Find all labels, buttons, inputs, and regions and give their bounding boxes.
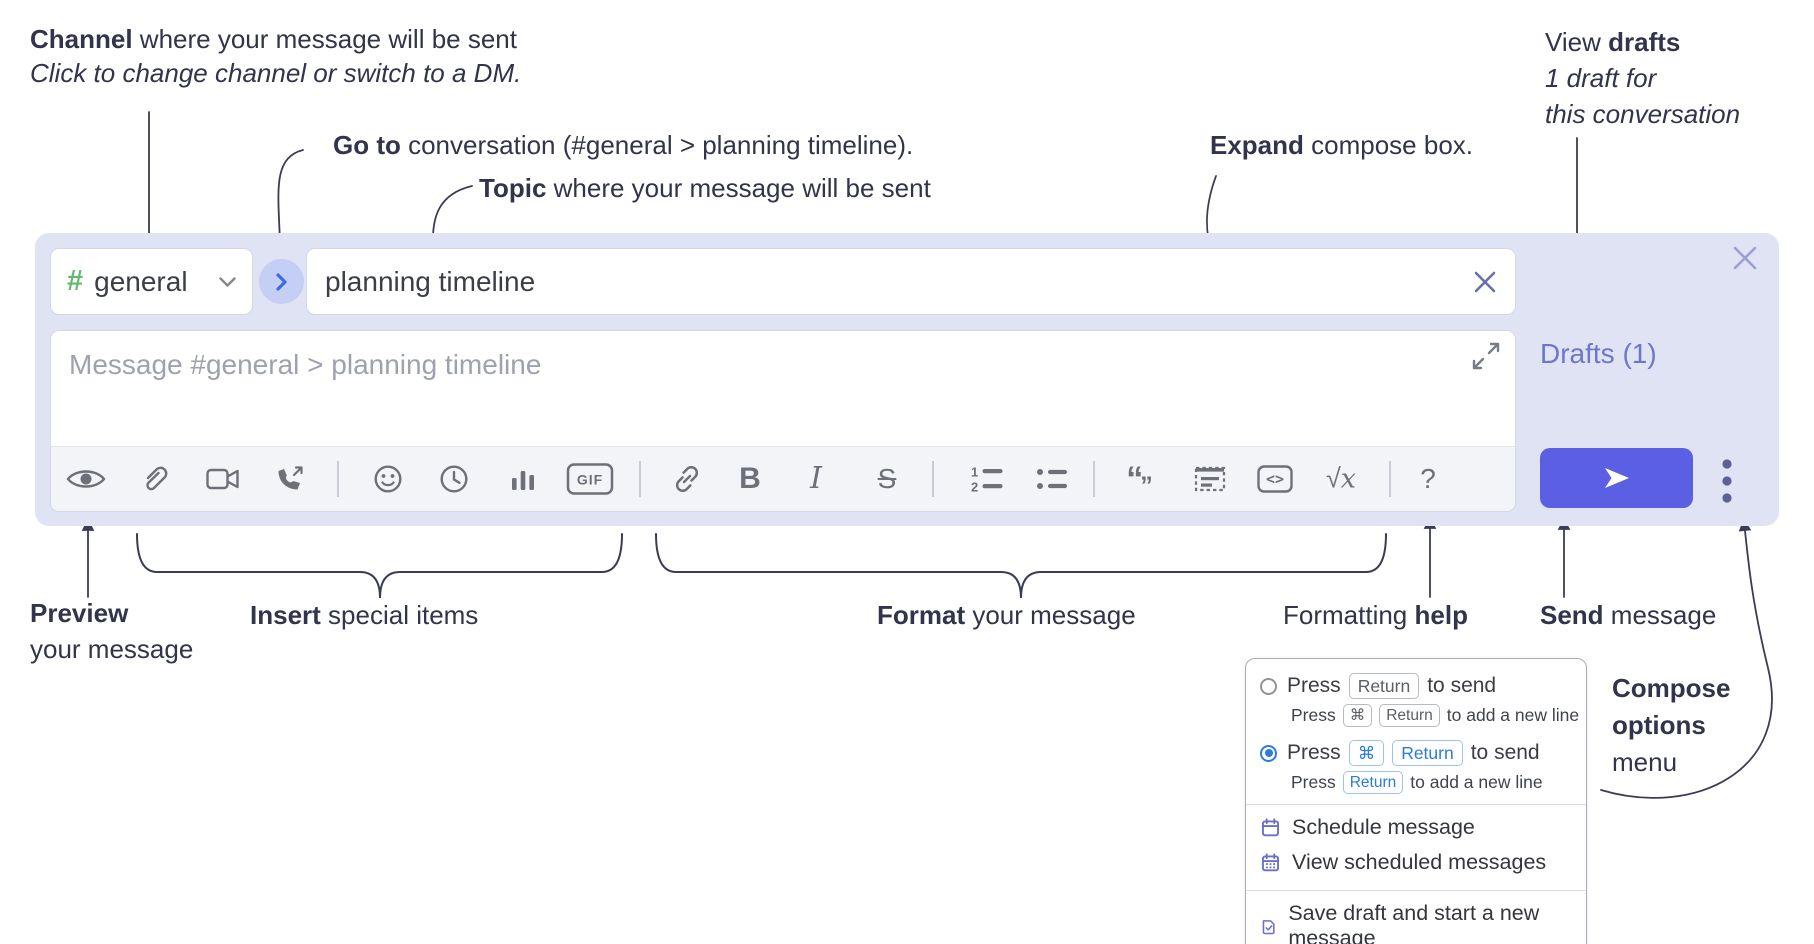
draft-check-icon [1262, 919, 1275, 934]
gif-icon: GIF [566, 463, 614, 495]
annotation-preview-line2: your message [30, 634, 194, 664]
annotation-compose-options: Compose options menu [1612, 673, 1731, 777]
chevron-right-icon [276, 272, 287, 291]
quote-button[interactable]: “” [1126, 460, 1153, 500]
toolbar-divider [1093, 461, 1095, 497]
annotation-channel: Channel where your message will be sent [30, 24, 517, 54]
brace-format [655, 533, 1387, 599]
italic-button[interactable]: I [810, 461, 822, 496]
cmd-keycap: ⌘ [1348, 740, 1385, 766]
drafts-link[interactable]: Drafts (1) [1540, 338, 1657, 369]
calendar-icon [1261, 818, 1280, 837]
svg-text:<>: <> [1266, 470, 1284, 488]
voice-call-button[interactable] [275, 465, 305, 493]
return-keycap: Return [1348, 673, 1420, 699]
annotation-topic: Topic where your message will be sent [479, 173, 931, 203]
spoiler-icon [1194, 466, 1226, 492]
annotation-view-drafts: View drafts 1 draft for this conversatio… [1545, 27, 1741, 129]
eye-icon [66, 470, 106, 488]
chevron-down-icon [219, 276, 236, 287]
topic-input[interactable]: planning timeline [306, 248, 1516, 315]
popup-divider [1246, 890, 1586, 891]
go-to-conversation-button[interactable] [259, 259, 304, 304]
gif-button[interactable]: GIF [566, 463, 614, 495]
annotation-expand: Expand compose box. [1210, 130, 1474, 160]
compose-options-menu-button[interactable] [1712, 455, 1742, 507]
annotation-channel-line2: Click to change channel or switch to a D… [30, 58, 522, 88]
menu-item-save-draft[interactable]: Save draft and start a new message [1246, 896, 1586, 944]
brace-insert [136, 533, 623, 599]
clear-topic-icon[interactable] [1473, 270, 1497, 294]
bulleted-list-button[interactable] [1035, 465, 1069, 493]
return-keycap: Return [1392, 740, 1463, 766]
popup-divider [1246, 804, 1586, 805]
channel-name: general [94, 265, 188, 297]
compose-box: # general planning timeline Message #gen… [35, 233, 1779, 526]
annotation-format: Format your message [877, 600, 1136, 630]
phone-call-icon [278, 466, 303, 490]
channel-hash-icon: # [67, 265, 84, 297]
video-camera-icon [206, 468, 239, 490]
channel-selector[interactable]: # general [50, 248, 253, 315]
bulleted-list-icon [1037, 469, 1067, 489]
annotation-preview: Preview [30, 598, 129, 628]
annotation-goto: Go to conversation (#general > planning … [333, 130, 914, 160]
message-placeholder: Message #general > planning timeline [69, 349, 542, 380]
radio-selected-icon[interactable] [1260, 744, 1277, 762]
help-button[interactable]: ? [1420, 463, 1436, 494]
annotation-insert: Insert special items [250, 600, 479, 630]
link-button[interactable] [671, 463, 703, 495]
radio-unselected-icon[interactable] [1260, 677, 1277, 695]
annotation-formatting-help: Formatting help [1283, 600, 1468, 630]
topic-value: planning timeline [325, 265, 536, 297]
paperclip-icon [146, 466, 168, 491]
calendar-days-icon [1261, 853, 1280, 872]
cmd-keycap: ⌘ [1342, 704, 1373, 727]
annotation-send-message: Send message [1540, 600, 1717, 630]
smiley-icon [374, 465, 402, 493]
toolbar-divider [337, 461, 339, 497]
attach-file-button[interactable] [140, 464, 168, 494]
numbered-list-icon: 12 [971, 465, 1003, 495]
poll-button[interactable] [510, 466, 536, 492]
spoiler-button[interactable] [1193, 465, 1227, 493]
toolbar-divider [639, 461, 641, 497]
preview-button[interactable] [65, 465, 107, 493]
svg-text:2: 2 [971, 480, 978, 495]
svg-text:1: 1 [971, 465, 978, 480]
close-compose-icon[interactable] [1732, 245, 1758, 271]
math-button[interactable]: √x [1325, 463, 1357, 495]
svg-text:GIF: GIF [577, 472, 603, 488]
message-input[interactable]: Message #general > planning timeline [50, 330, 1516, 512]
link-icon [675, 465, 699, 493]
code-icon: <> [1257, 465, 1293, 493]
toolbar-divider [932, 461, 934, 497]
bold-button[interactable]: B [739, 462, 761, 495]
strikethrough-button[interactable]: S [877, 463, 897, 494]
video-call-button[interactable] [206, 466, 240, 492]
menu-item-view-scheduled-messages[interactable]: View scheduled messages [1246, 845, 1586, 880]
expand-compose-icon[interactable] [1471, 341, 1501, 371]
schedule-time-button[interactable] [439, 464, 469, 494]
return-keycap: Return [1379, 704, 1440, 727]
send-icon [1604, 468, 1629, 488]
vertical-ellipsis-icon [1722, 459, 1732, 503]
menu-item-schedule-message[interactable]: Schedule message [1246, 810, 1586, 845]
clock-icon [440, 465, 468, 493]
arrow-to-goto [273, 149, 304, 249]
toolbar-divider [1389, 461, 1391, 497]
return-keycap: Return [1342, 771, 1404, 794]
bar-chart-icon [512, 471, 534, 490]
emoji-button[interactable] [373, 464, 403, 494]
code-button[interactable]: <> [1257, 465, 1294, 494]
send-button[interactable] [1540, 448, 1693, 508]
